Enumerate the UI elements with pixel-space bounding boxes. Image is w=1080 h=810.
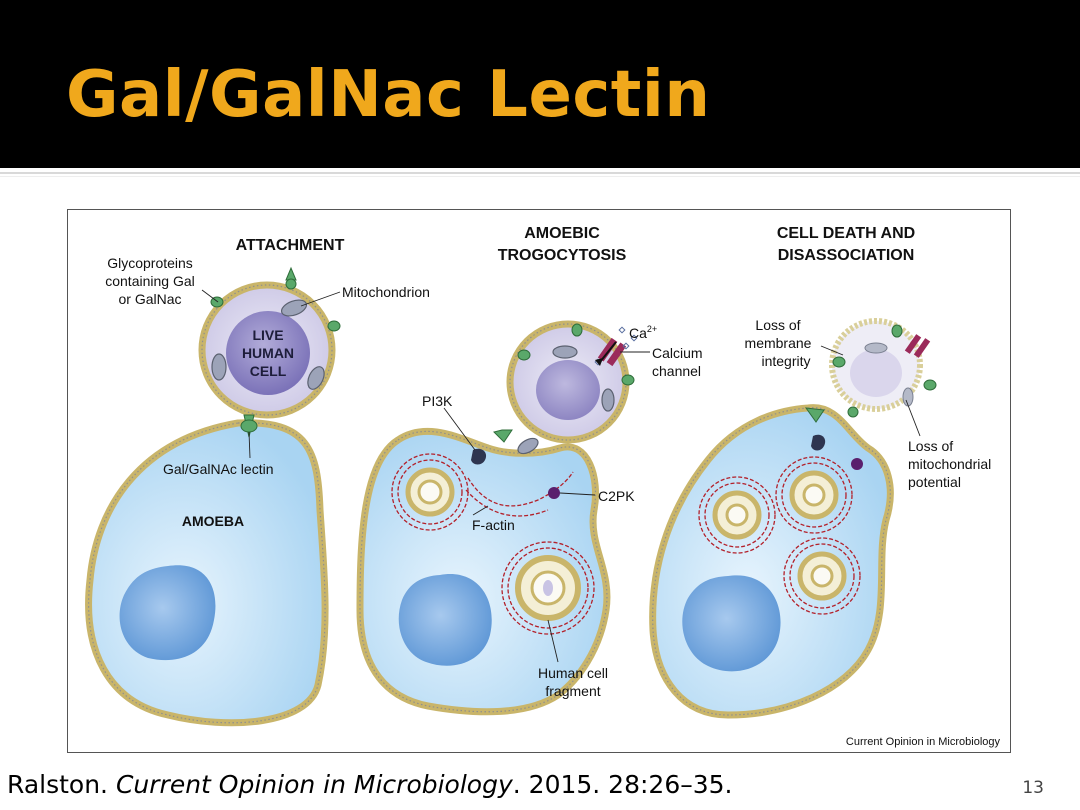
- c2pk-icon: [851, 458, 863, 470]
- membrane-integrity-label-3: integrity: [761, 353, 810, 369]
- mitochondrion-label: Mitochondrion: [342, 284, 430, 300]
- lectin-icon: [240, 414, 258, 438]
- cell-death-heading-2: DISASSOCIATION: [778, 247, 915, 264]
- page-number: 13: [1022, 778, 1044, 798]
- glycoproteins-label: Glycoproteins: [107, 255, 193, 271]
- ingested-fragment: [405, 467, 581, 621]
- lectin-icon: [804, 324, 937, 423]
- figure-credit: Current Opinion in Microbiology: [846, 736, 1001, 748]
- live-human-cell-label-2: HUMAN: [242, 345, 294, 361]
- calcium-channel-label-2: channel: [652, 363, 701, 379]
- citation-author: Ralston.: [7, 770, 109, 799]
- lectin-icon: [493, 323, 635, 443]
- citation-journal: Current Opinion in Microbiology: [115, 770, 513, 799]
- c2pk-label: C2PK: [598, 488, 635, 504]
- pi3k-icon: [811, 434, 826, 451]
- citation-details: . 2015. 28:26–35.: [512, 770, 733, 799]
- glycoproteins-label-2: containing Gal: [105, 273, 195, 289]
- mitochondrial-potential-label: Loss of: [908, 438, 953, 454]
- mitochondrion-icon: [864, 342, 914, 407]
- amoeba-nucleus-2: [398, 574, 492, 666]
- membrane-integrity-label-2: membrane: [745, 335, 812, 351]
- trogocytosis-heading: AMOEBIC: [524, 225, 600, 242]
- amoeba-nucleus-3: [682, 575, 781, 672]
- fragment-label-2: fragment: [545, 683, 600, 699]
- mitochondrion-icon: [517, 345, 615, 455]
- calcium-channel-label: Calcium: [652, 345, 703, 361]
- header-divider: [0, 172, 1080, 174]
- ingested-fragment: [712, 470, 847, 601]
- citation: Ralston. Current Opinion in Microbiology…: [7, 770, 732, 799]
- glycoproteins-label-3: or GalNac: [118, 291, 181, 307]
- cell-death-heading: CELL DEATH AND: [777, 225, 915, 242]
- c2pk-icon: [548, 487, 560, 499]
- pi3k-label: PI3K: [422, 393, 453, 409]
- pi3k-icon: [471, 448, 487, 465]
- f-actin-network: [391, 453, 595, 635]
- human-cell-nucleus-2: [536, 360, 600, 420]
- amoeba-body-3: [649, 404, 894, 719]
- mitochondrion-icon: [211, 299, 325, 390]
- slide-title: Gal/GalNac Lectin: [66, 58, 711, 132]
- human-cell-nucleus-1: [226, 311, 310, 395]
- attachment-heading: ATTACHMENT: [236, 237, 345, 254]
- cell-death-panel: CELL DEATH AND DISASSOCIATION Loss of me…: [649, 225, 991, 719]
- calcium-ion-label: Ca2+: [629, 324, 657, 341]
- amoeba-nucleus-1: [119, 565, 216, 661]
- mitochondrial-potential-label-3: potential: [908, 474, 961, 490]
- dying-cell-nucleus: [850, 349, 902, 397]
- lectin-diagram-figure: ATTACHMENT Glycoproteins containing Gal …: [67, 209, 1011, 753]
- membrane-integrity-label: Loss of: [755, 317, 800, 333]
- fragment-label: Human cell: [538, 665, 608, 681]
- attachment-panel: ATTACHMENT Glycoproteins containing Gal …: [85, 237, 430, 727]
- lectin-diagram: ATTACHMENT Glycoproteins containing Gal …: [85, 225, 1001, 748]
- live-human-cell-label-3: CELL: [250, 363, 287, 379]
- lectin-label: Gal/GalNAc lectin: [163, 461, 273, 477]
- live-human-cell-label: LIVE: [252, 327, 283, 343]
- calcium-channel-icon: [597, 337, 627, 367]
- trogocytosis-heading-2: TROGOCYTOSIS: [498, 247, 627, 264]
- trogocytosis-panel: AMOEBIC TROGOCYTOSIS Ca2+ Calcium channe…: [356, 225, 703, 716]
- amoeba-label: AMOEBA: [182, 513, 244, 529]
- calcium-channel-icon: [904, 334, 931, 358]
- glycoprotein-icon: [210, 266, 341, 332]
- f-actin-label: F-actin: [472, 517, 515, 533]
- header-divider-thin: [0, 176, 1080, 177]
- f-actin-network: [698, 456, 861, 615]
- mitochondrial-potential-label-2: mitochondrial: [908, 456, 991, 472]
- title-bar: [0, 0, 1080, 168]
